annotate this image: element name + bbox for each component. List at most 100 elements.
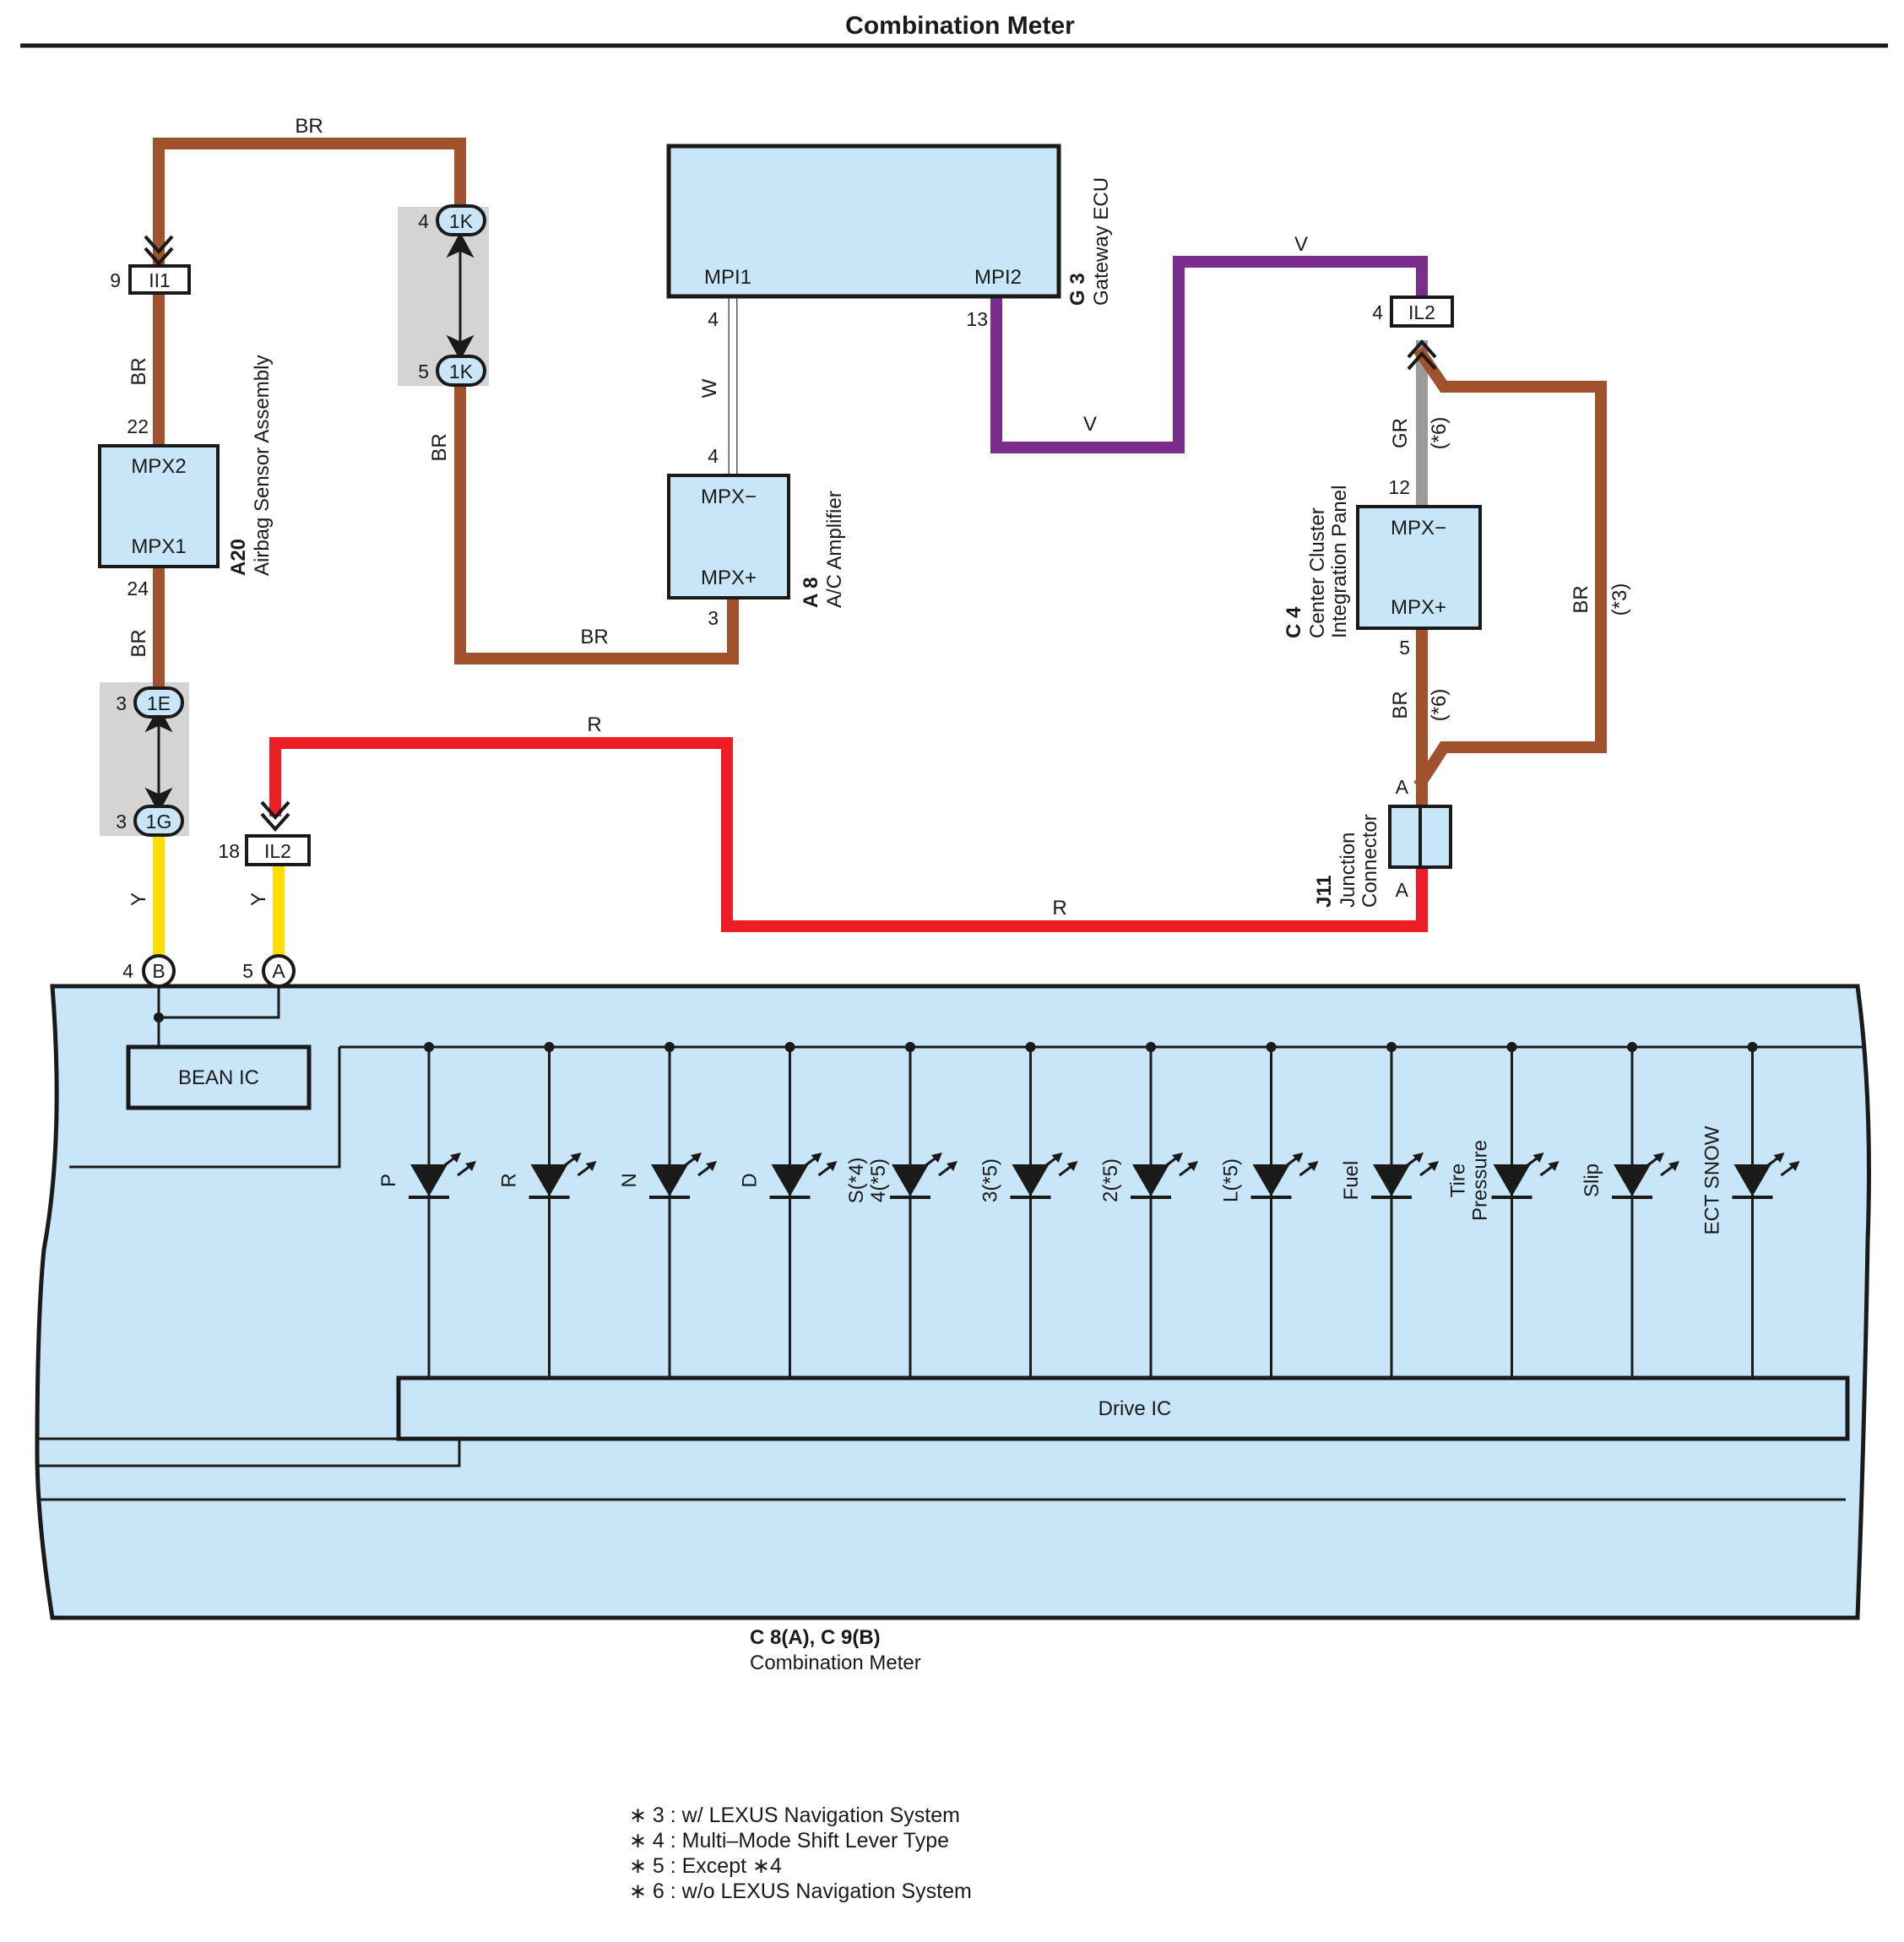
gateway-ref: G 3 [1066,273,1089,306]
light-ray-arrow-icon [465,1161,476,1171]
indicator-label: Slip [1581,1164,1603,1197]
indicator-label: 3(*5) [979,1158,1002,1202]
gateway-pin-left: 4 [708,308,719,330]
meter-terminal-b [142,954,176,988]
wire-br-right-loop [1413,346,1607,789]
junction-dot [1266,1042,1277,1052]
meter-terminal-b-pin: 4 [122,960,133,982]
airbag-port-top: MPX2 [131,455,186,478]
junction-dot [905,1042,915,1052]
light-ray-arrow-icon [1187,1161,1198,1171]
junction-dot [665,1042,675,1052]
meter-terminal-b-label: B [152,960,165,982]
gateway-pin-right: 13 [966,308,988,330]
combination-meter-body [35,984,1871,1620]
indicator-label: Pressure [1469,1140,1492,1221]
center-cluster-port-top: MPX− [1391,517,1446,540]
connector-il2-right-label: IL2 [1408,301,1435,323]
led-icon [1252,1164,1290,1196]
footnote: ∗ 5 : Except ∗4 [629,1854,782,1878]
wire-label: R [1052,897,1066,919]
led-icon [1132,1164,1169,1196]
ac-port-top: MPX− [701,486,757,508]
wire-label: BR [428,433,451,461]
light-ray-arrow-icon [1051,1153,1063,1163]
junction-dot [1506,1042,1517,1052]
wire-label: BR [1570,585,1592,613]
light-ray-arrow-icon [1307,1161,1319,1171]
indicator-label: 4(*5) [867,1158,890,1202]
indicator-label: Tire [1447,1164,1470,1197]
light-ray-arrow-icon [1172,1153,1183,1163]
light-ray-arrow-icon [1773,1153,1785,1163]
indicator-label: ECT SNOW [1701,1126,1724,1234]
light-ray-arrow-icon [1413,1153,1424,1163]
light-ray-arrow-icon [947,1161,957,1171]
center-cluster-box [1356,505,1482,630]
light-ray-arrow-icon [1066,1161,1078,1171]
indicator-label: Fuel [1340,1161,1363,1201]
meter-name: Combination Meter [750,1652,921,1674]
junction-dot [424,1042,434,1052]
ac-ref: A 8 [800,578,822,608]
gateway-port-left: MPI1 [704,266,751,289]
gateway-ecu-box [666,144,1061,299]
junction-dot [1146,1042,1156,1052]
wire-label: R [587,713,601,736]
led-icon [892,1164,929,1196]
led-icon [1373,1164,1410,1196]
connector-1g-pin: 3 [116,811,127,833]
junction-dot [1025,1042,1036,1052]
wire-label: (*6) [1428,689,1451,722]
drive-ic-box [396,1375,1850,1441]
wire-label: W [698,378,721,398]
wire-label: Y [127,892,150,906]
drive-ic-label: Drive IC [1098,1397,1172,1420]
wire-br-1k-acamp [454,378,739,665]
drive-ic-return-line [39,1437,461,1467]
light-ray-arrow-icon [706,1161,717,1171]
connector-1e-pin: 3 [116,692,127,714]
junction-dot [154,1012,164,1023]
wire-br-top [153,138,466,268]
connector-1k-bottom-pin: 5 [418,361,429,382]
junction-pin-top: A [1396,776,1409,798]
wire-label: BR [1389,691,1412,719]
center-cluster-name-2: Integration Panel [1328,486,1351,638]
light-ray-arrow-icon [1788,1161,1800,1171]
junction-pin-bottom: A [1396,879,1409,901]
light-ray-arrow-icon [585,1161,597,1171]
wire-label: BR [295,115,323,138]
light-ray-arrow-icon [1532,1153,1544,1163]
led-icon [651,1164,688,1196]
center-cluster-pin-bottom: 5 [1399,637,1410,659]
connector-il2-right-pin: 4 [1372,301,1383,323]
meter-terminal-a-label: A [272,960,285,982]
ac-amplifier-box [667,474,790,599]
center-cluster-name-1: Center Cluster [1306,507,1329,638]
page-title: Combination Meter [845,12,1075,40]
junction-dot [1747,1042,1758,1052]
connector-il2-right [1390,296,1454,328]
indicator-label: L(*5) [1220,1158,1243,1202]
connector-il2-left-label: IL2 [264,840,291,862]
gateway-port-right: MPI2 [974,266,1022,289]
junction-name-2: Connector [1359,814,1381,908]
airbag-name: Airbag Sensor Assembly [251,355,274,576]
wire-label: BR [580,626,608,648]
footnote: ∗ 3 : w/ LEXUS Navigation System [629,1804,960,1827]
footnote: ∗ 4 : Multi–Mode Shift Lever Type [629,1829,949,1852]
connector-il2-left [245,834,311,866]
airbag-sensor-box [98,444,220,568]
chevron-up-icon [1407,339,1437,371]
connector-ii1 [128,264,191,295]
led-icon [410,1164,448,1196]
led-icon [771,1164,809,1196]
center-cluster-port-bottom: MPX+ [1391,596,1446,619]
light-ray-arrow-icon [450,1153,461,1163]
meter-terminal-a-pin: 5 [242,960,253,982]
light-ray-arrow-icon [826,1161,838,1171]
bean-ic-box [126,1044,312,1110]
wire-label: GR [1389,418,1412,448]
